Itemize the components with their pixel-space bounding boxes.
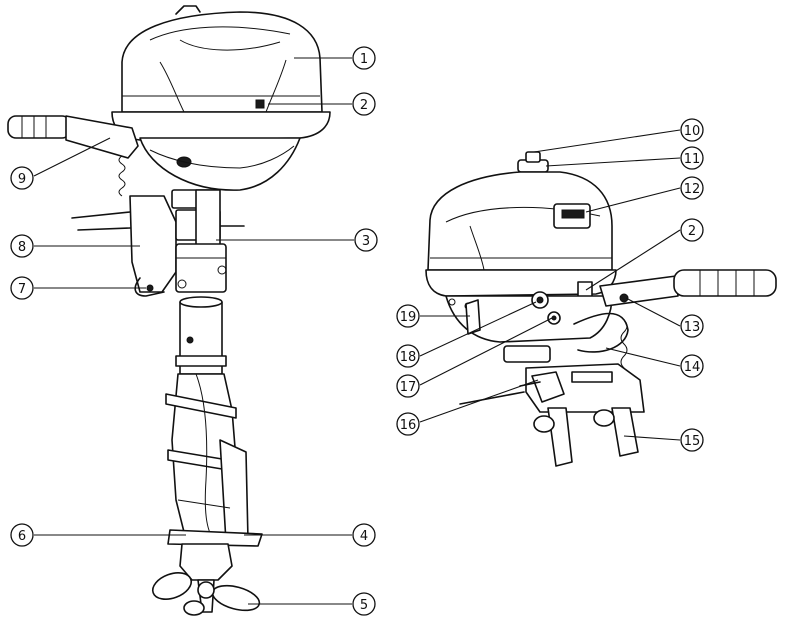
callout-7: 7: [10, 276, 34, 300]
callout-8: 8: [10, 234, 34, 258]
callout-markers: 1 2 3 4 5 6 7 8 9 10 11 12 2 13 14 15 16…: [10, 46, 704, 616]
callout-7-label: 7: [18, 282, 26, 297]
callout-3-label: 3: [362, 234, 370, 249]
callout-13-label: 13: [684, 320, 701, 335]
callout-15-label: 15: [684, 434, 701, 449]
callout-19-label: 19: [400, 310, 417, 325]
callout-14-label: 14: [684, 360, 701, 375]
left-top-cowling: [121, 5, 323, 113]
callout-9: 9: [10, 166, 34, 190]
callout-2-label: 2: [360, 98, 368, 113]
left-cowling-lock: [255, 99, 265, 109]
callout-11: 11: [680, 146, 704, 170]
callout-6-label: 6: [18, 529, 26, 544]
callout-2-right: 2: [680, 218, 704, 242]
callout-18: 18: [396, 344, 420, 368]
right-fuel-cap: [517, 151, 549, 173]
callout-16-label: 16: [400, 418, 417, 433]
callout-15: 15: [680, 428, 704, 452]
callout-12-label: 12: [684, 182, 701, 197]
callout-6: 6: [10, 523, 34, 547]
callout-1: 1: [352, 46, 376, 70]
callout-2: 2: [352, 92, 376, 116]
left-stop-cord: [118, 155, 126, 197]
callout-16: 16: [396, 412, 420, 436]
right-lower-controls: [465, 291, 629, 335]
callout-19: 19: [396, 304, 420, 328]
right-swivel-base: [503, 345, 551, 363]
callout-3: 3: [354, 228, 378, 252]
right-clamp-bracket: [459, 363, 645, 413]
callout-11-label: 11: [684, 152, 701, 167]
left-motor-drawing: [7, 5, 331, 616]
right-top-cowling: [427, 171, 613, 271]
leader-lines: [33, 57, 681, 605]
callout-5: 5: [352, 592, 376, 616]
callout-17-label: 17: [400, 380, 417, 395]
right-tiller-handle: [599, 269, 777, 307]
left-anti-cavitation-plate: [167, 529, 263, 547]
left-propeller: [151, 572, 261, 616]
right-cowling-band: [425, 269, 617, 297]
callout-10-label: 10: [684, 124, 701, 139]
callout-12: 12: [680, 176, 704, 200]
callout-13: 13: [680, 314, 704, 338]
callout-4: 4: [352, 523, 376, 547]
callout-4-label: 4: [360, 529, 368, 544]
right-clamp-screws: [533, 407, 639, 467]
callout-2-right-label: 2: [688, 224, 696, 239]
callout-9-label: 9: [18, 172, 26, 187]
left-cowling-band: [111, 111, 331, 141]
callout-14: 14: [680, 354, 704, 378]
right-choke-knob: [553, 203, 591, 229]
callout-18-label: 18: [400, 350, 417, 365]
left-lower-unit: [165, 373, 249, 543]
right-motor-drawing: [425, 151, 777, 467]
right-steering-arm: [573, 312, 629, 353]
left-tiller-handle: [7, 115, 139, 159]
callout-17: 17: [396, 374, 420, 398]
callout-10: 10: [680, 118, 704, 142]
callout-8-label: 8: [18, 240, 26, 255]
left-bottom-cowling: [139, 137, 301, 191]
callout-5-label: 5: [360, 598, 368, 613]
right-bottom-cowling: [445, 295, 613, 343]
callout-1-label: 1: [360, 52, 368, 67]
left-drive-shaft-tube: [175, 296, 227, 375]
